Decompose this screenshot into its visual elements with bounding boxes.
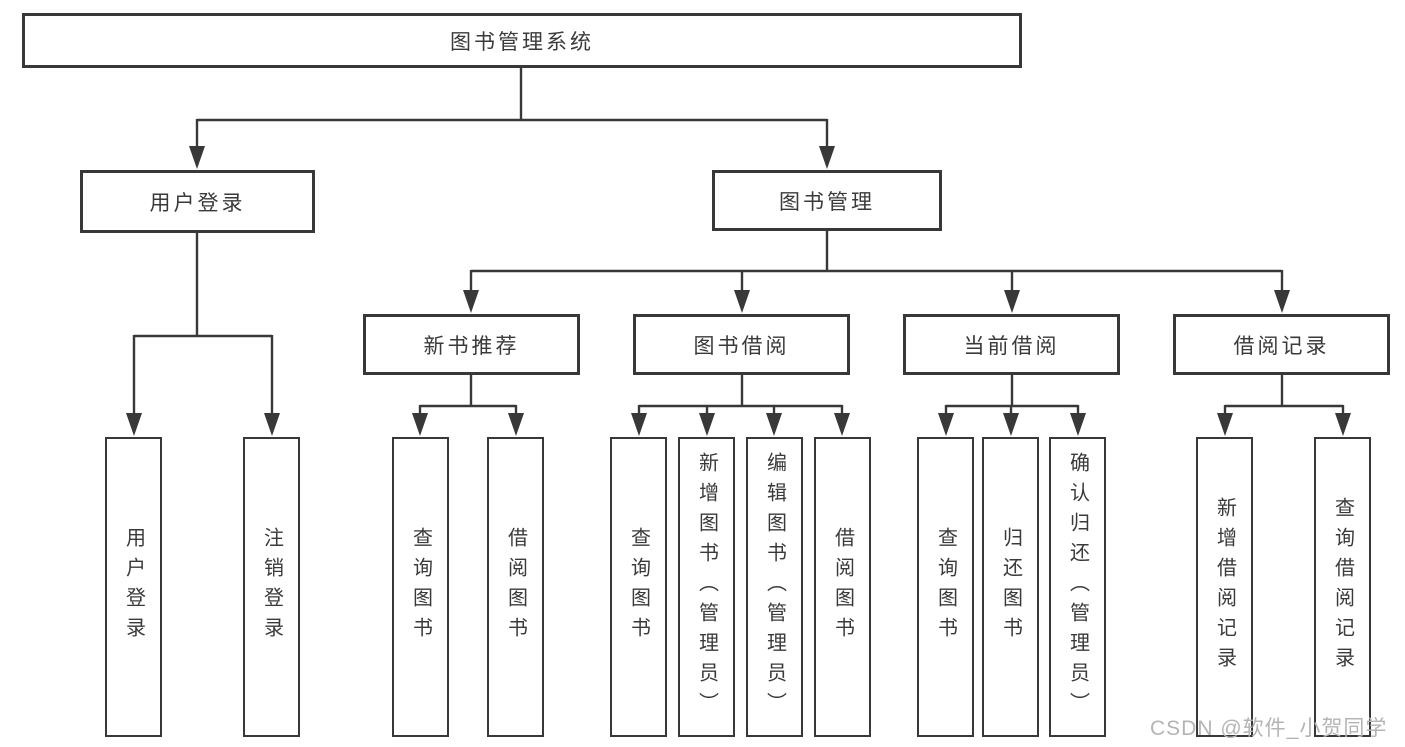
node-edit-books-admin: 编辑图书（管理员） — [746, 437, 803, 737]
node-query-books-recommend: 查询图书 — [392, 437, 449, 737]
node-login: 用户登录 — [105, 437, 162, 737]
node-label: 图书管理 — [779, 190, 875, 214]
node-borrow-records: 借阅记录 — [1173, 314, 1390, 375]
node-label: 归还图书 — [999, 527, 1022, 647]
node-borrow-books: 借阅图书 — [814, 437, 871, 737]
node-add-borrow-record: 新增借阅记录 — [1196, 437, 1253, 737]
node-book-management: 图书管理 — [712, 170, 942, 231]
node-label: 借阅记录 — [1233, 334, 1330, 358]
node-label: 查询图书 — [409, 527, 432, 647]
node-user-login: 用户登录 — [80, 170, 315, 233]
node-label: 编辑图书（管理员） — [763, 452, 786, 722]
node-query-borrow-record: 查询借阅记录 — [1314, 437, 1371, 737]
node-label: 图书管理系统 — [450, 30, 594, 54]
node-add-books-admin: 新增图书（管理员） — [678, 437, 735, 737]
node-query-books-current: 查询图书 — [917, 437, 974, 737]
node-label: 当前借阅 — [963, 334, 1060, 358]
arrowheads — [126, 146, 1351, 436]
node-label: 注销登录 — [260, 527, 283, 647]
node-current-borrowing: 当前借阅 — [903, 314, 1120, 375]
node-label: 查询图书 — [627, 527, 650, 647]
node-label: 图书借阅 — [693, 334, 790, 358]
node-label: 借阅图书 — [831, 527, 854, 647]
node-borrow-books-recommend: 借阅图书 — [487, 437, 544, 737]
node-label: 新增图书（管理员） — [695, 452, 718, 722]
node-new-book-recommend: 新书推荐 — [363, 314, 580, 375]
node-label: 确认归还（管理员） — [1066, 452, 1089, 722]
node-query-books-borrowing: 查询图书 — [610, 437, 667, 737]
node-logout: 注销登录 — [243, 437, 300, 737]
node-label: 新书推荐 — [423, 334, 520, 358]
csdn-watermark: CSDN @软件_小贺同学 — [1150, 717, 1388, 740]
node-label: 借阅图书 — [504, 527, 527, 647]
node-label: 查询借阅记录 — [1331, 497, 1354, 677]
node-label: 用户登录 — [122, 527, 145, 647]
node-label: 查询图书 — [934, 527, 957, 647]
node-label: 新增借阅记录 — [1213, 497, 1236, 677]
node-return-books: 归还图书 — [982, 437, 1039, 737]
node-confirm-return-admin: 确认归还（管理员） — [1049, 437, 1106, 737]
node-book-borrowing: 图书借阅 — [633, 314, 850, 375]
node-label: 用户登录 — [149, 191, 246, 215]
node-library-management-system: 图书管理系统 — [22, 13, 1022, 68]
